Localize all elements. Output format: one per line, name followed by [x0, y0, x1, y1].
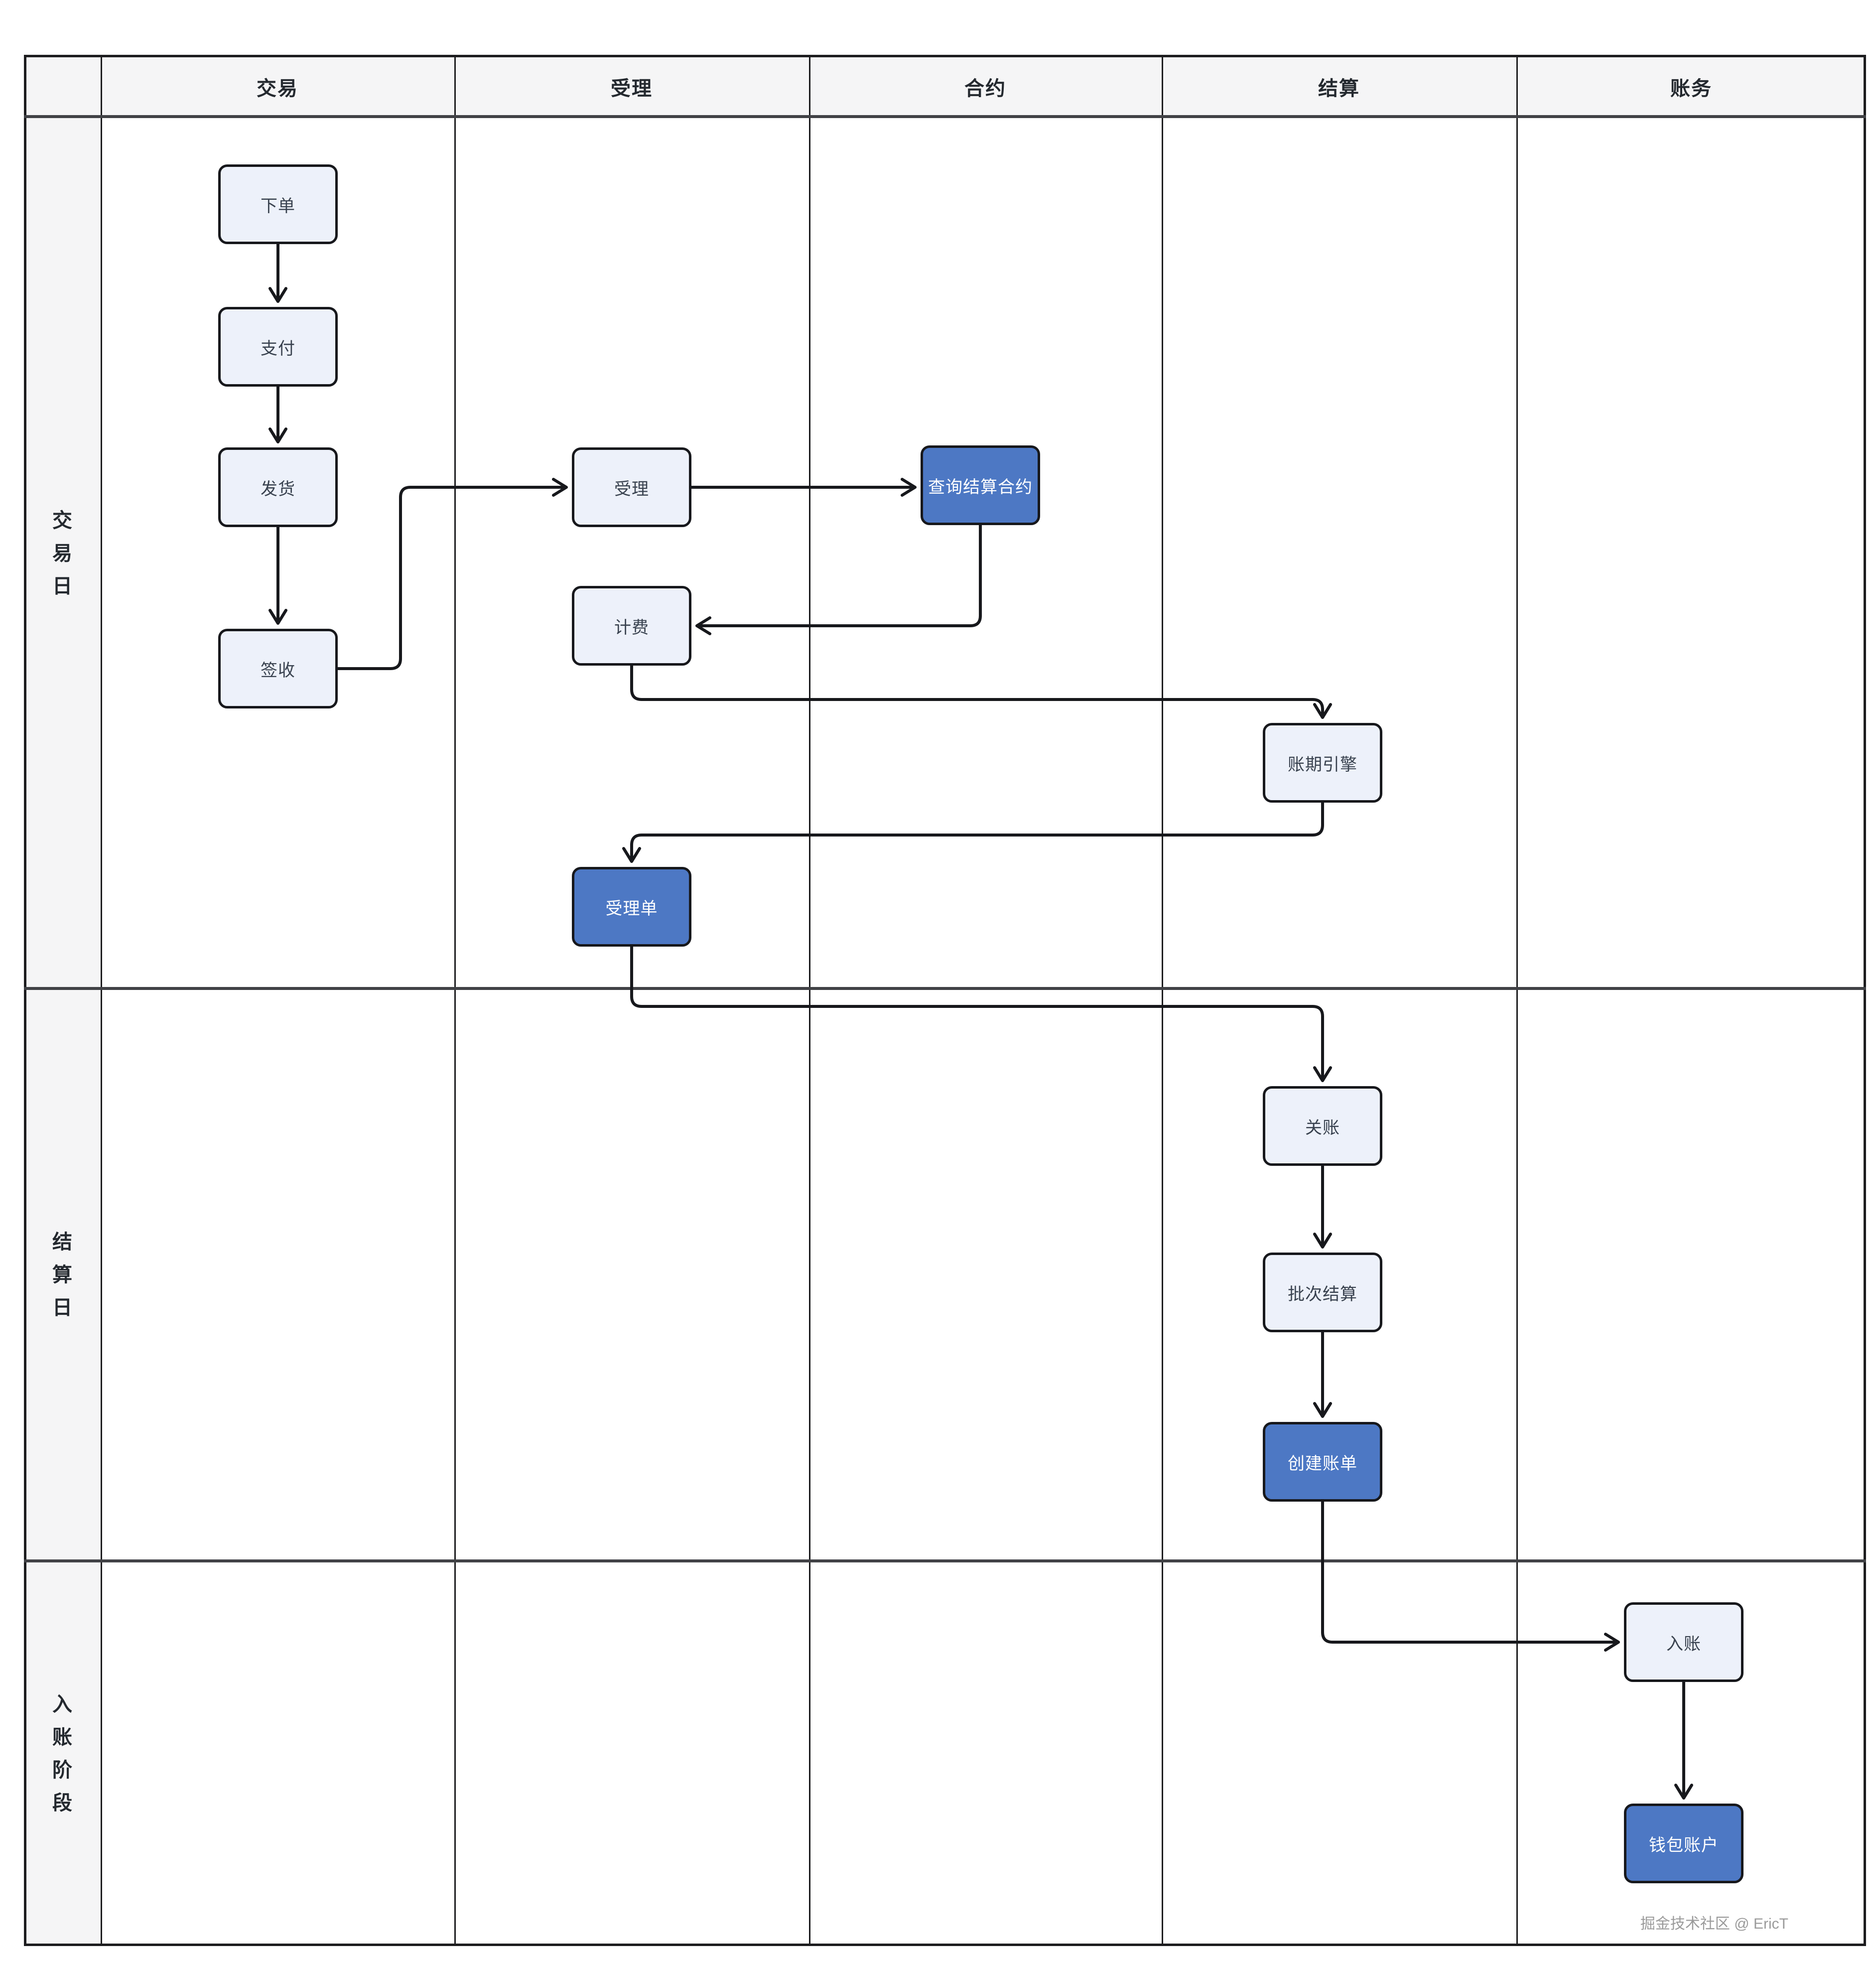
node-pici: 批次结算 [1263, 1253, 1382, 1332]
column-header-shouli: 受理 [454, 55, 809, 118]
watermark-credit: 掘金技术社区 @ EricT [1640, 1916, 1788, 1932]
lane-separator [1516, 55, 1518, 1946]
column-header-jiesuan: 结算 [1162, 55, 1516, 118]
node-zhangqi: 账期引擎 [1263, 723, 1382, 803]
node-ruzhang: 入账 [1624, 1602, 1743, 1682]
column-header-label: 账务 [1670, 77, 1712, 100]
node-jifei: 计费 [572, 586, 691, 666]
lane-separator [809, 55, 810, 1946]
column-header-label: 交易 [257, 77, 298, 100]
node-fahuo: 发货 [218, 447, 338, 527]
lane-separator [101, 55, 102, 1946]
row-label-text: 结算日 [52, 1231, 72, 1319]
node-zhifu: 支付 [218, 307, 338, 387]
row-label-ruzhangjieduan: 入账阶段 [24, 1561, 101, 1946]
node-guanzhang: 关账 [1263, 1086, 1382, 1166]
node-shoulidan: 受理单 [572, 867, 691, 947]
row-label-text: 交易日 [52, 509, 72, 597]
column-header-label: 合约 [964, 77, 1006, 100]
row-label-text: 入账阶段 [52, 1693, 72, 1814]
node-shouli: 受理 [572, 447, 691, 527]
node-chaxun: 查询结算合约 [921, 445, 1040, 525]
header-band [26, 57, 1864, 118]
row-label-jiaoyiri: 交易日 [24, 118, 101, 988]
row-separator [24, 115, 1866, 118]
column-header-jiaoyi: 交易 [101, 55, 454, 118]
sidebar-band [26, 57, 101, 1944]
row-separator [24, 987, 1866, 990]
node-qianbao: 钱包账户 [1624, 1804, 1743, 1883]
column-header-label: 结算 [1318, 77, 1360, 100]
column-header-label: 受理 [611, 77, 653, 100]
row-separator [24, 1559, 1866, 1562]
node-qianshou: 签收 [218, 629, 338, 708]
node-xiadan: 下单 [218, 164, 338, 244]
column-header-heyue: 合约 [809, 55, 1162, 118]
lane-separator [1162, 55, 1163, 1946]
lane-separator [454, 55, 456, 1946]
column-header-zhangwu: 账务 [1516, 55, 1866, 118]
row-label-jiesuanri: 结算日 [24, 988, 101, 1561]
node-chuangjian: 创建账单 [1263, 1422, 1382, 1502]
